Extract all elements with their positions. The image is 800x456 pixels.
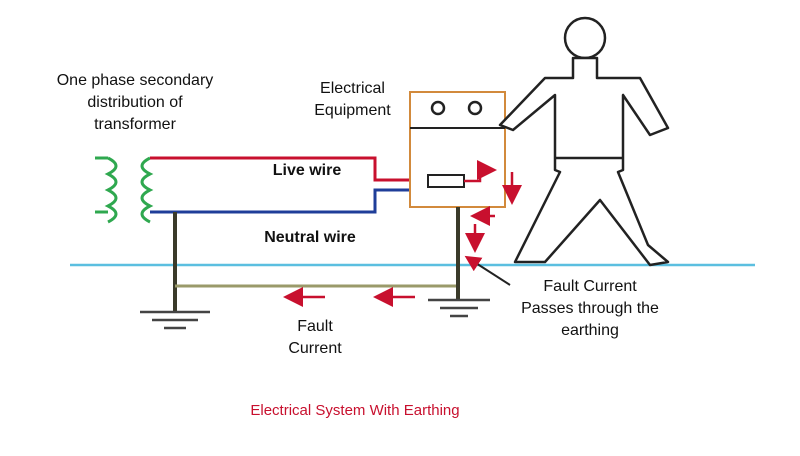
fault-left-line-1: Fault [297,318,333,335]
transformer-label-line-3: transformer [94,116,176,133]
fault-element [427,174,465,188]
equipment-label-line-1: Electrical [320,80,385,97]
earth-symbol-left-icon [140,310,210,330]
equipment-label-line-2: Equipment [314,102,391,119]
fault-right-line-3: earthing [561,322,619,339]
neutral-wire [150,188,430,214]
fault-left-line-2: Current [288,340,342,357]
diagram-caption: Electrical System With Earthing [250,402,460,419]
equipment-label: Electrical Equipment [300,78,405,122]
live-wire [150,156,430,182]
transformer-coil-icon [95,156,155,224]
fault-right-line-2: Passes through the [521,300,659,317]
earthing-pointer-arrow [464,255,511,286]
transformer-label-line-2: distribution of [87,94,183,111]
socket-hole-right-icon [467,100,483,116]
socket-hole-left-icon [430,100,446,116]
fault-current-label: Fault Current [270,316,360,360]
fault-current-earthing-label: Fault Current Passes through the earthin… [490,276,690,342]
person-figure [498,16,670,267]
equipment-box [409,91,506,208]
earth-symbol-right-icon [428,298,490,318]
equipment-fault-arrows-icon [464,160,522,253]
transformer-label: One phase secondary distribution of tran… [20,70,250,136]
neutral-wire-label: Neutral wire [264,229,356,246]
live-wire-label: Live wire [272,162,342,179]
transformer-label-line-1: One phase secondary [56,72,214,89]
fault-right-line-1: Fault Current [543,278,637,295]
